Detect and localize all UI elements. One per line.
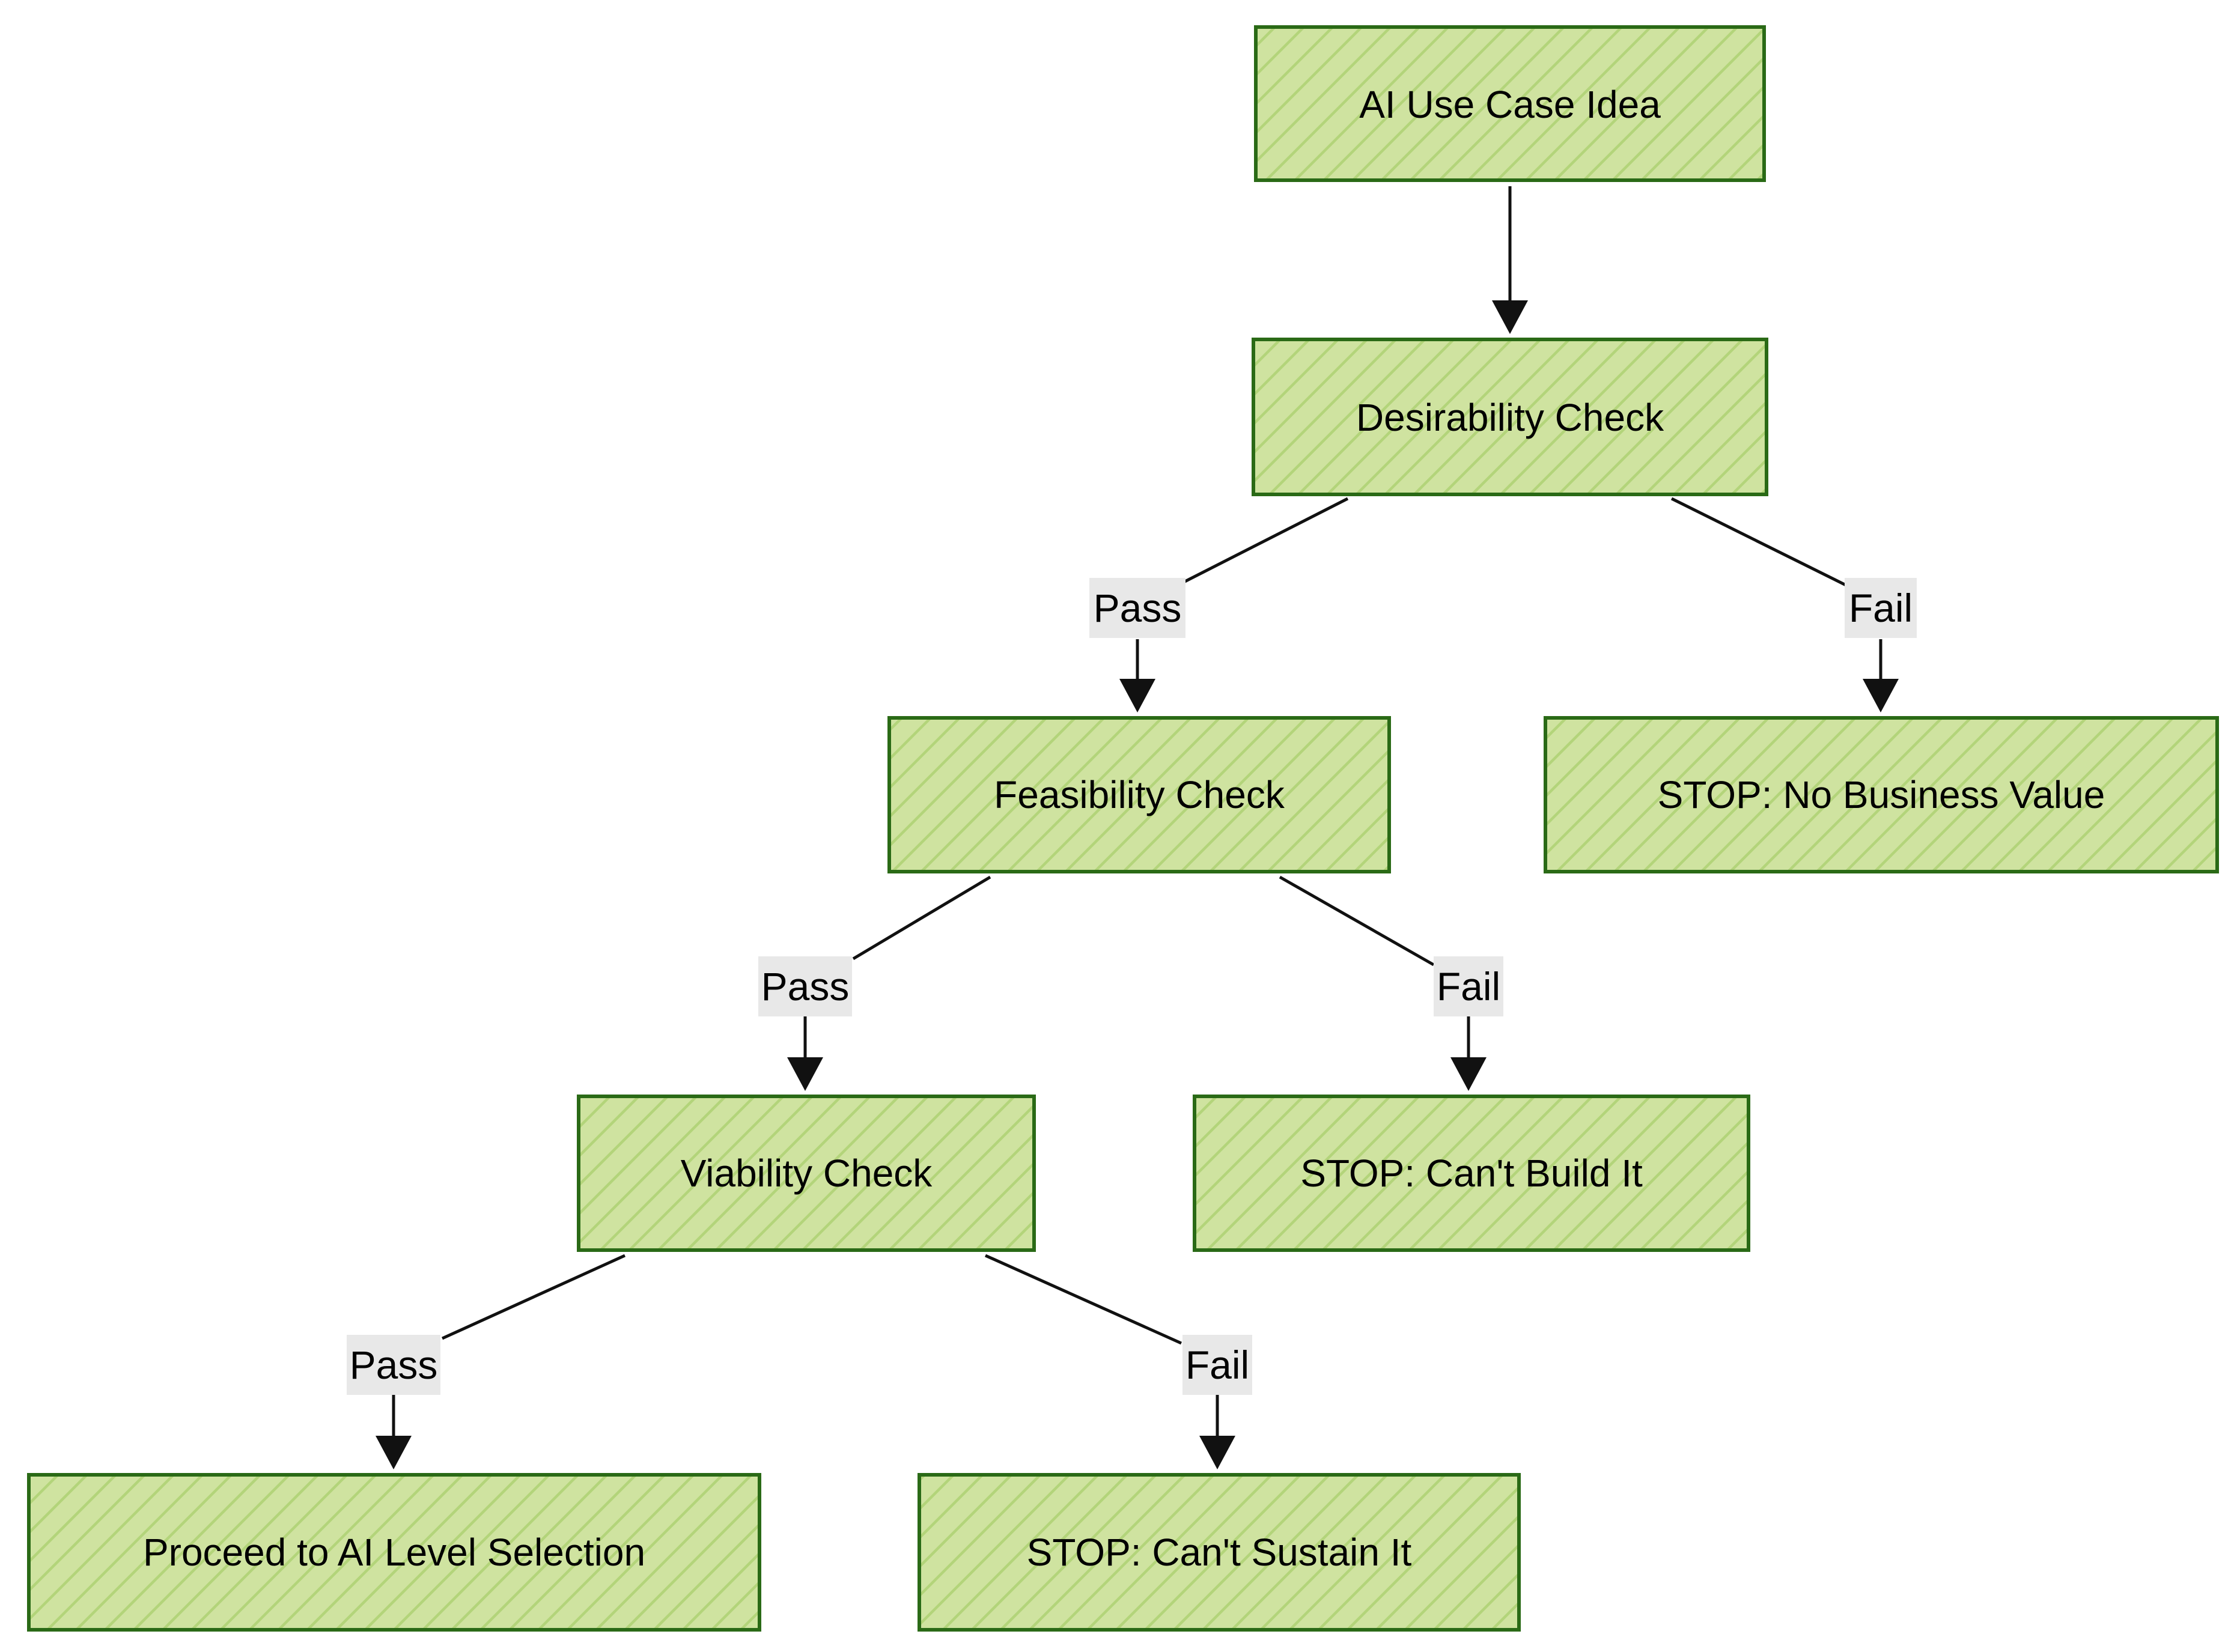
node-feasibility-check: Feasibility Check: [887, 716, 1391, 873]
edge-viability-pass: Pass: [347, 1254, 626, 1469]
edge-label-feasibility-fail: Fail: [1437, 964, 1500, 1009]
node-proceed-to-ai-level-selection: Proceed to AI Level Selection: [27, 1473, 761, 1632]
node-viability-check: Viability Check: [577, 1095, 1036, 1252]
node-stop-cant-sustain-it: STOP: Can't Sustain It: [918, 1473, 1521, 1632]
node-label-viability-check: Viability Check: [681, 1152, 933, 1195]
edge-desirability-pass: Pass: [1089, 497, 1349, 712]
edge-label-desirability-fail: Fail: [1849, 586, 1913, 630]
node-label-stop-cant-build-it: STOP: Can't Build It: [1300, 1152, 1643, 1195]
node-ai-use-case-idea: AI Use Case Idea: [1254, 25, 1766, 182]
node-stop-cant-build-it: STOP: Can't Build It: [1193, 1095, 1750, 1252]
edge-feasibility-pass: Pass: [758, 875, 991, 1091]
edge-desirability-fail: Fail: [1670, 497, 1917, 712]
node-stop-no-business-value: STOP: No Business Value: [1544, 716, 2219, 873]
edge-label-feasibility-pass: Pass: [761, 964, 850, 1009]
node-label-proceed-to-ai-level-selection: Proceed to AI Level Selection: [143, 1531, 645, 1574]
edge-feasibility-fail: Fail: [1279, 875, 1503, 1091]
node-desirability-check: Desirability Check: [1252, 338, 1768, 496]
edge-idea-to-desirability: [1492, 186, 1528, 334]
node-label-desirability-check: Desirability Check: [1356, 396, 1664, 439]
node-label-stop-cant-sustain-it: STOP: Can't Sustain It: [1027, 1531, 1412, 1574]
edge-label-viability-pass: Pass: [350, 1343, 438, 1387]
node-label-stop-no-business-value: STOP: No Business Value: [1658, 773, 2105, 816]
edge-label-viability-fail: Fail: [1185, 1343, 1249, 1387]
node-label-ai-use-case-idea: AI Use Case Idea: [1359, 83, 1661, 126]
edge-viability-fail: Fail: [984, 1254, 1252, 1469]
edge-label-desirability-pass: Pass: [1094, 586, 1182, 630]
node-label-feasibility-check: Feasibility Check: [994, 773, 1285, 816]
